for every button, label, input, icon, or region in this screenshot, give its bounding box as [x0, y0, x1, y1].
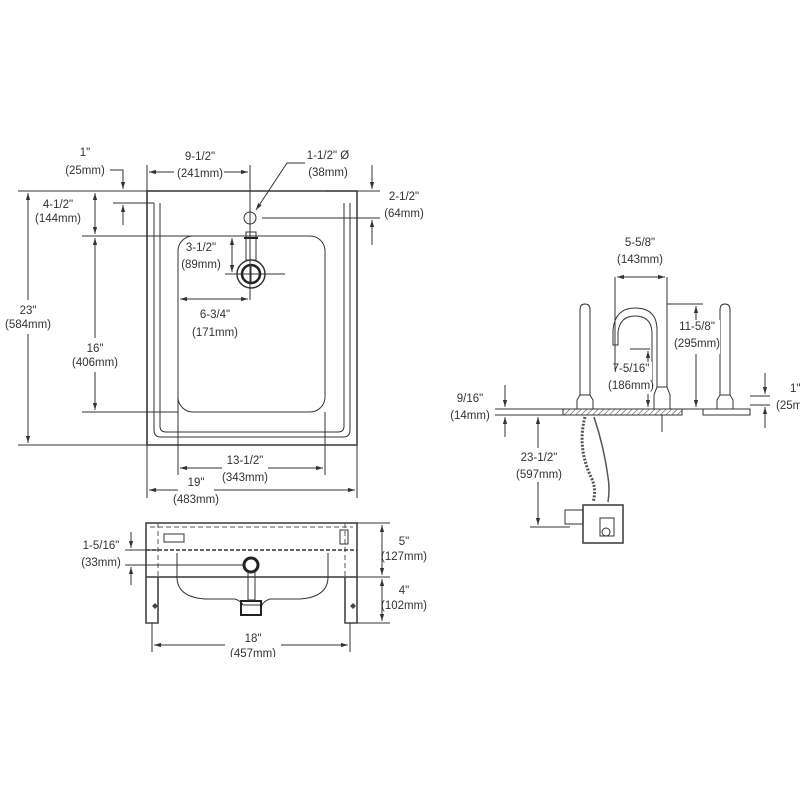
dim-faucet-offset: 9-1/2"(241mm)	[177, 151, 223, 180]
dim-spout-clearance: 7-5/16"(186mm)	[608, 363, 654, 392]
drain-trap	[240, 600, 262, 616]
dim-valve-drop: 23-1/2"(597mm)	[516, 452, 562, 481]
dim-faucet-hole: 1-1/2" Ø(38mm)	[307, 150, 349, 179]
control-valve	[564, 504, 624, 544]
dim-bowl-width: 13-1/2"(343mm)	[222, 455, 268, 484]
plan-view: 23"(584mm) 4-1/2"(144mm) 16"(406mm) 1"(2…	[5, 147, 424, 506]
faucet-view: 5-5/8"(143mm) 11-5/8"(295mm) 7-5/16"(186…	[450, 237, 800, 544]
sink-rim	[153, 203, 351, 438]
dim-drain-offset: 6-3/4"(171mm)	[192, 309, 238, 339]
drain-front	[242, 556, 260, 574]
dim-overall-width: 19"(483mm)	[173, 477, 219, 506]
dim-drain-from-bowl: 3-1/2"(89mm)	[181, 242, 221, 271]
dim-sensor-height: 1"(25mm)	[776, 383, 800, 412]
dim-overall-depth: 23"(584mm)	[5, 305, 51, 331]
dim-top-edge: 1"(25mm)	[65, 147, 105, 177]
dim-bowl-depth: 16"(406mm)	[72, 343, 118, 369]
dim-lower-height: 4"(102mm)	[381, 585, 427, 612]
dim-rim-offset: 1-5/16"(33mm)	[81, 540, 121, 569]
dim-spout-reach: 5-5/8"(143mm)	[617, 237, 663, 266]
dim-bowl-from-back: 4-1/2"(144mm)	[35, 199, 81, 225]
sensor-right	[719, 303, 731, 395]
front-view: 5"(127mm) 4"(102mm) 1-5/16"(33mm) 18"(45…	[0, 522, 800, 677]
deck	[562, 408, 683, 416]
dim-faucet-from-back: 2-1/2"(64mm)	[384, 191, 424, 220]
dim-upper-height: 5"(127mm)	[381, 536, 427, 563]
dim-deck-thickness: 9/16"(14mm)	[450, 393, 490, 422]
sensor-left	[579, 303, 591, 395]
drain	[236, 231, 266, 289]
dim-spout-height: 11-5/8"(295mm)	[674, 321, 720, 350]
